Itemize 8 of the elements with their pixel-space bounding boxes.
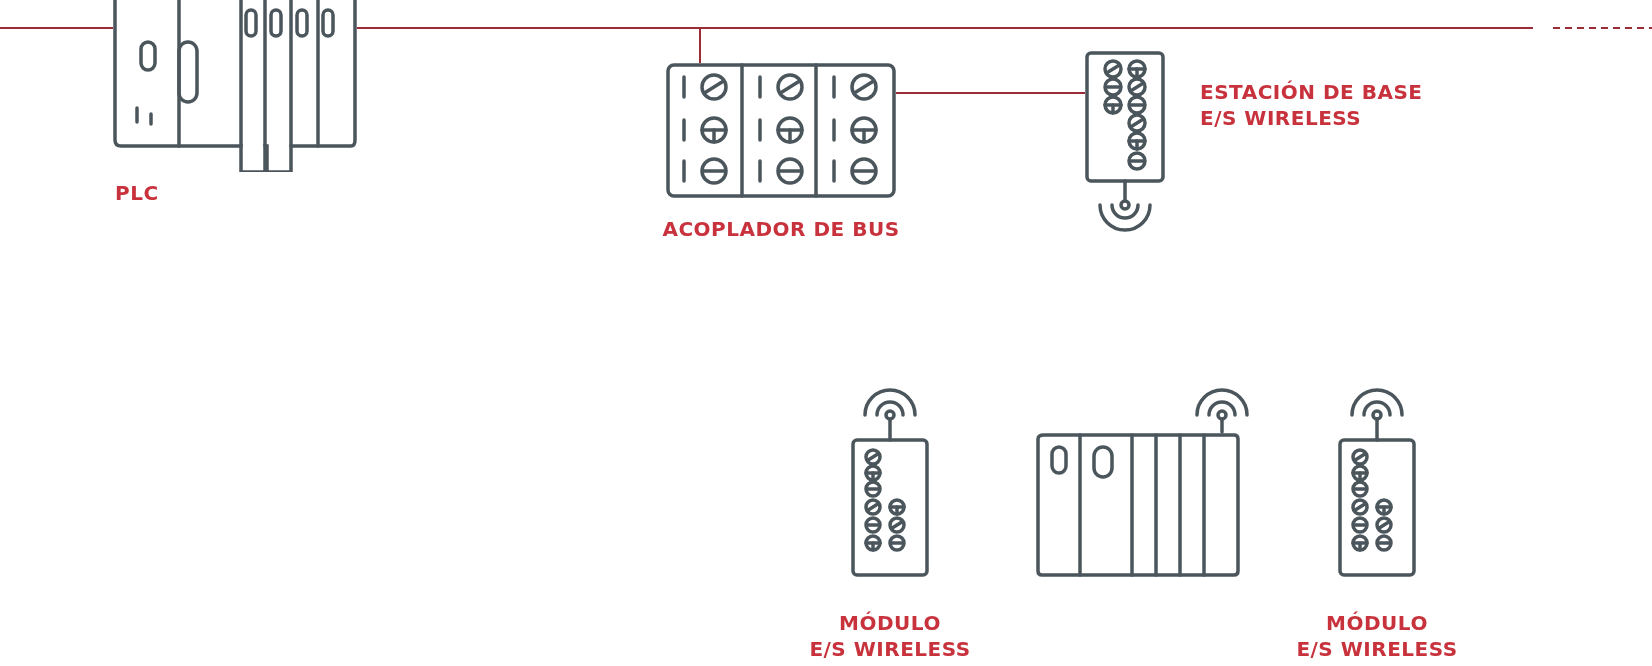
bus-line <box>0 27 114 29</box>
device-label: ESTACIÓN DE BASE E/S WIRELESS <box>1200 79 1424 131</box>
device-label: ACOPLADOR DE BUS <box>661 216 901 242</box>
device-label: PLC <box>115 180 160 206</box>
device-label: MÓDULO E/S WIRELESS <box>1295 610 1459 662</box>
device-label: MÓDULO E/S WIRELESS <box>808 610 972 662</box>
bus-line <box>356 27 1534 29</box>
bus-line <box>895 92 1086 94</box>
